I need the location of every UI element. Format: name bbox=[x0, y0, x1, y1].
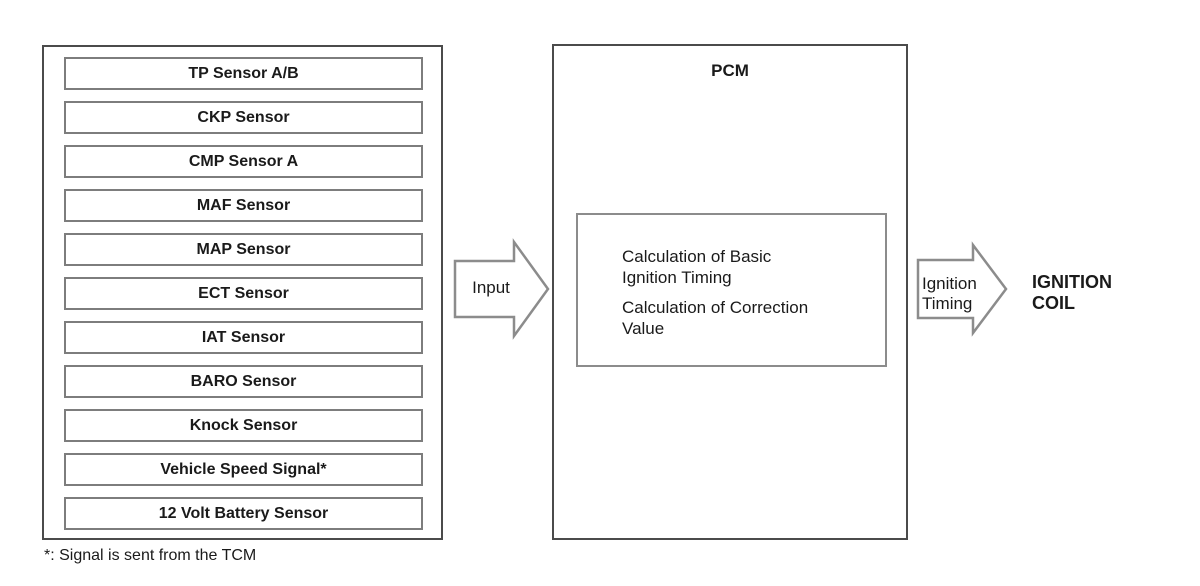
ignition-coil-line2: COIL bbox=[1032, 293, 1075, 313]
sensor-box-ect: ECT Sensor bbox=[64, 277, 423, 310]
sensor-box-tp: TP Sensor A/B bbox=[64, 57, 423, 90]
sensor-box-map: MAP Sensor bbox=[64, 233, 423, 266]
calculation-box: Calculation of Basic Ignition Timing Cal… bbox=[576, 213, 887, 367]
sensor-box-iat: IAT Sensor bbox=[64, 321, 423, 354]
sensor-box-cmp: CMP Sensor A bbox=[64, 145, 423, 178]
footnote-tcm-signal: *: Signal is sent from the TCM bbox=[44, 547, 257, 564]
pcm-box: PCM Calculation of Basic Ignition Timing… bbox=[552, 44, 908, 540]
sensor-input-panel: TP Sensor A/B CKP Sensor CMP Sensor A MA… bbox=[42, 45, 443, 540]
ignition-timing-label-line2: Timing bbox=[922, 294, 973, 313]
pcm-title: PCM bbox=[711, 61, 749, 80]
sensor-box-knock: Knock Sensor bbox=[64, 409, 423, 442]
sensor-box-ckp: CKP Sensor bbox=[64, 101, 423, 134]
ignition-timing-arrow-shape bbox=[916, 241, 1008, 337]
sensor-box-maf: MAF Sensor bbox=[64, 189, 423, 222]
sensor-box-battery: 12 Volt Battery Sensor bbox=[64, 497, 423, 530]
ignition-timing-arrow-icon bbox=[916, 241, 1008, 337]
input-arrow-icon bbox=[453, 238, 550, 340]
ignition-timing-label-line1: Ignition bbox=[922, 274, 977, 293]
calc-correction-value: Calculation of Correction Value bbox=[622, 297, 875, 339]
ignition-coil-label: IGNITION COIL bbox=[1032, 272, 1112, 314]
input-arrow-shape bbox=[453, 238, 550, 340]
calc-basic-line1: Calculation of Basic bbox=[622, 247, 772, 266]
calc-correction-line2: Value bbox=[622, 319, 665, 338]
ignition-coil-line1: IGNITION bbox=[1032, 272, 1112, 292]
calc-correction-line1: Calculation of Correction bbox=[622, 298, 809, 317]
calc-basic-ignition-timing: Calculation of Basic Ignition Timing bbox=[622, 246, 875, 288]
calc-basic-line2: Ignition Timing bbox=[622, 268, 732, 287]
sensor-box-baro: BARO Sensor bbox=[64, 365, 423, 398]
sensor-box-vss: Vehicle Speed Signal* bbox=[64, 453, 423, 486]
ignition-timing-label: Ignition Timing bbox=[922, 274, 977, 314]
input-arrow-label: Input bbox=[472, 278, 510, 297]
